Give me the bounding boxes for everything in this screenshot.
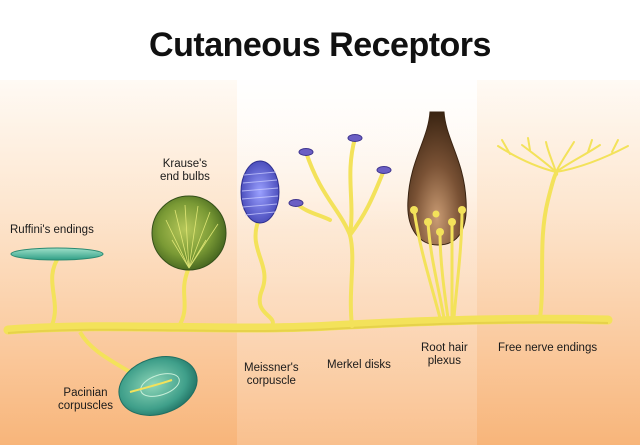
label-root-hair-plexus: Root hair plexus bbox=[421, 342, 468, 368]
label-freenerve-text: Free nerve endings bbox=[498, 342, 597, 354]
ruffini-ending bbox=[11, 248, 103, 260]
label-krause-line2: end bulbs bbox=[160, 171, 210, 184]
merkel-disk bbox=[289, 200, 303, 207]
label-ruffini-text: Ruffini's endings bbox=[10, 224, 94, 236]
label-merkel-text: Merkel disks bbox=[327, 359, 391, 371]
label-meissner-line1: Meissner's bbox=[244, 362, 299, 375]
label-pacinian-corpuscles: Pacinian corpuscles bbox=[58, 387, 113, 413]
merkel-disk bbox=[299, 149, 313, 156]
label-merkel-disks: Merkel disks bbox=[327, 359, 391, 372]
label-pacinian-line2: corpuscles bbox=[58, 400, 113, 413]
label-ruffini-endings: Ruffini's endings bbox=[10, 224, 94, 237]
merkel-disk bbox=[377, 167, 391, 174]
label-krause-end-bulbs: Krause's end bulbs bbox=[160, 158, 210, 184]
label-pacinian-line1: Pacinian bbox=[58, 387, 113, 400]
page-title: Cutaneous Receptors bbox=[0, 26, 640, 65]
merkel-disk bbox=[348, 135, 362, 142]
label-meissner-corpuscle: Meissner's corpuscle bbox=[244, 362, 299, 388]
label-roothair-line1: Root hair bbox=[421, 342, 468, 355]
label-roothair-line2: plexus bbox=[421, 355, 468, 368]
krause-end-bulb bbox=[152, 196, 226, 270]
label-meissner-line2: corpuscle bbox=[244, 375, 299, 388]
label-free-nerve-endings: Free nerve endings bbox=[498, 342, 597, 355]
label-krause-line1: Krause's bbox=[160, 158, 210, 171]
